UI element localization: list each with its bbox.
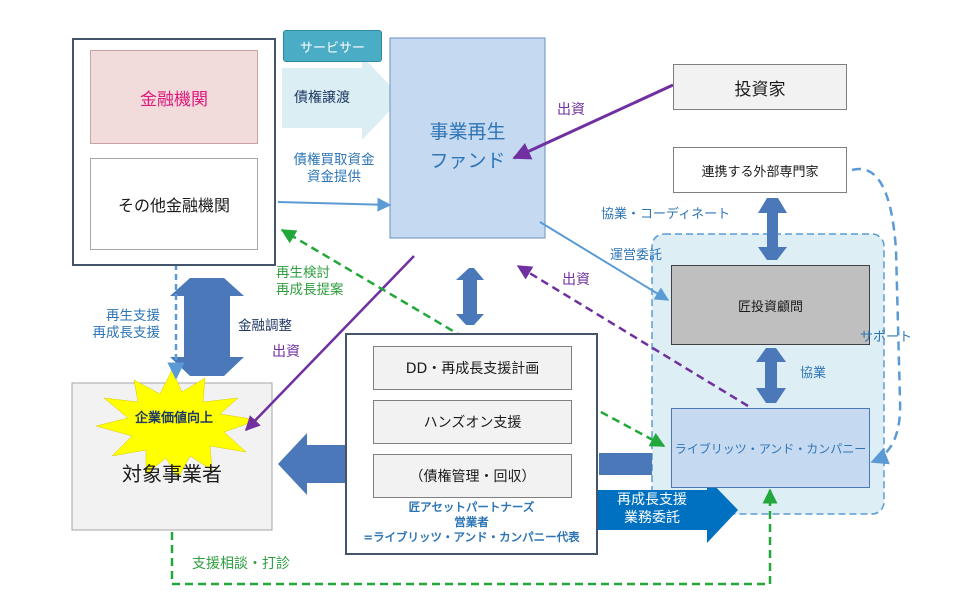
takumi-advisory-box[interactable]: 匠投資顧問 (671, 265, 870, 345)
financial-institution-label: 金融機関 (140, 89, 208, 110)
fund-to-target-line (244, 255, 415, 432)
dd-plan-box[interactable]: DD・再成長支援計画 (373, 346, 572, 390)
support-label: サポート (860, 330, 913, 345)
consultation-label: 支援相談・打診 (192, 556, 290, 572)
libritz-box[interactable]: ライブリッツ・アンド・カンパニー (671, 408, 870, 488)
debt-management-box[interactable]: （債権管理・回収） (373, 454, 572, 498)
takumi-advisory-label: 匠投資顧問 (737, 299, 803, 315)
debt-transfer-arrow (282, 56, 402, 140)
support-line (851, 167, 902, 465)
to-target-arrow (278, 433, 345, 495)
consultation-line (170, 488, 778, 586)
revitalization-support-label: 再生支援 再成長支援 (92, 308, 161, 341)
libritz-investment-line (516, 264, 749, 408)
value-up-burst (95, 369, 259, 479)
regrowth-consignment-arrow (594, 478, 738, 543)
fund-label[interactable]: 事業再生 ファンド (429, 121, 506, 172)
investment-mid-label: 出資 (562, 272, 590, 288)
financial-adjustment-label: 金融調整 (238, 318, 292, 334)
libritz-link-bar (599, 453, 652, 475)
investor-label: 投資家 (734, 79, 786, 100)
investor-line (512, 83, 674, 160)
hands-on-box[interactable]: ハンズオン支援 (373, 400, 572, 444)
external-experts-label: 連携する外部専門家 (701, 164, 819, 180)
operation-line (539, 221, 670, 301)
debt-purchase-label: 債権買取資金 資金提供 (293, 152, 375, 185)
hands-on-label: ハンズオン支援 (423, 415, 522, 431)
coordinate-label: 協業・コーディネート (601, 207, 731, 222)
servicer-box[interactable]: サービサー (283, 30, 382, 62)
financial-institution-box[interactable]: 金融機関 (90, 50, 258, 144)
debt-management-label: （債権管理・回収） (409, 469, 536, 485)
financial-adjustment-arrow (170, 278, 244, 376)
debt-transfer-label: 債権譲渡 (294, 90, 350, 106)
regrowth-consignment-label: 再成長支援 業務委託 (617, 492, 687, 526)
other-financial-box[interactable]: その他金融機関 (90, 158, 258, 250)
operation-label: 運営委託 (610, 248, 663, 263)
funding-line (277, 197, 392, 212)
libritz-label: ライブリッツ・アンド・カンパニー (674, 441, 867, 456)
operator-label: 匠アセットパートナーズ 営業者 =ライブリッツ・アンド・カンパニー代表 (363, 500, 580, 544)
dd-plan-label: DD・再成長支援計画 (405, 361, 540, 377)
servicer-label: サービサー (299, 40, 365, 56)
investor-box[interactable]: 投資家 (673, 64, 847, 110)
collaboration-arrow (756, 348, 786, 403)
external-experts-box[interactable]: 連携する外部専門家 (673, 147, 847, 193)
investment-left-label: 出資 (272, 344, 300, 360)
investment-top-label: 出資 (557, 102, 585, 118)
fund-ops-arrow (456, 268, 484, 325)
coordinate-arrow (758, 198, 787, 260)
target-business-label[interactable]: 対象事業者 (122, 462, 222, 486)
other-financial-label: その他金融機関 (117, 196, 230, 215)
proposal-line-a (280, 228, 476, 346)
collaboration-label: 協業 (800, 366, 827, 381)
proposal-label: 再生検討 再成長提案 (276, 265, 344, 298)
fund-box-bg (389, 37, 546, 239)
value-up-label: 企業価値向上 (134, 411, 213, 426)
